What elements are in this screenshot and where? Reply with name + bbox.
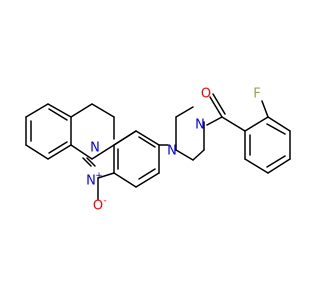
bond-21 xyxy=(138,136,156,148)
atom-label-piperazine-left-nitrogen: N xyxy=(167,144,177,159)
bond-33 xyxy=(175,149,194,161)
charge-label-nitro-nitrogen: + xyxy=(95,171,103,181)
bond-38 xyxy=(221,116,246,132)
bond-5 xyxy=(25,103,49,118)
bond-9 xyxy=(70,103,93,118)
bond-40 xyxy=(244,158,269,174)
bond-4 xyxy=(47,103,72,118)
bond-47 xyxy=(266,123,286,135)
bond-17 xyxy=(135,172,160,188)
bond-13 xyxy=(91,144,115,160)
bond-48 xyxy=(261,100,269,118)
bond-7 xyxy=(48,141,68,154)
atom-label-carbonyl-oxygen: O xyxy=(201,87,211,102)
bond-32 xyxy=(192,149,205,161)
atom-label-fluorine: F xyxy=(253,87,260,102)
bond-18 xyxy=(113,172,137,188)
bond-30 xyxy=(175,106,194,118)
atom-label-isoquinoline-nitrogen: N xyxy=(90,141,100,156)
molecule-structure-diagram: N N N O F N + O - xyxy=(25,87,291,214)
bond-20 xyxy=(113,130,137,146)
bond-44 xyxy=(244,116,269,132)
bond-35 xyxy=(206,116,223,126)
atom-label-piperazine-right-nitrogen: N xyxy=(195,118,205,133)
bond-26 xyxy=(82,157,92,167)
atom-label-nitro-nitrogen: N xyxy=(86,174,96,189)
charge-label-nitro-oxygen: - xyxy=(103,196,106,206)
bond-27 xyxy=(86,157,96,167)
bond-46 xyxy=(266,155,286,168)
bond-41 xyxy=(267,158,291,174)
bond-43 xyxy=(267,116,291,132)
atom-label-nitro-oxygen: O xyxy=(93,199,103,214)
bond-layer xyxy=(25,93,291,201)
bond-2 xyxy=(47,144,72,160)
bond-36 xyxy=(209,96,223,118)
bond-10 xyxy=(91,103,115,118)
bond-22 xyxy=(138,168,156,180)
bond-37 xyxy=(212,93,226,115)
bond-24 xyxy=(97,172,115,179)
atom-labels: N N N O F N + O - xyxy=(86,87,261,214)
bond-15 xyxy=(135,130,160,146)
bond-12 xyxy=(70,144,93,160)
bond-1 xyxy=(25,144,49,160)
bond-8 xyxy=(48,108,68,121)
